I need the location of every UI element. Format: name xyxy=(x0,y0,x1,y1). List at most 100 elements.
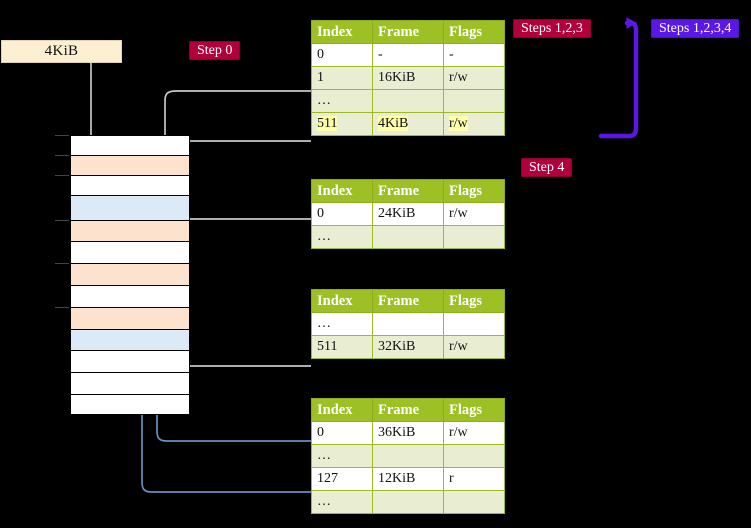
cell-index: 511 xyxy=(317,339,338,354)
table-cell-index: 1 xyxy=(311,66,373,90)
cell-flags: r/w xyxy=(449,206,468,221)
table-cell-frame: 16KiB xyxy=(372,66,444,90)
cell-flags: r/w xyxy=(449,116,468,131)
frame-size-label: 4KiB xyxy=(1,40,122,63)
badge-steps-1234: Steps 1,2,3,4 xyxy=(651,19,740,38)
table-cell-index: … xyxy=(311,312,373,336)
link-table1-to-memory xyxy=(172,218,311,267)
table-row: 127 12KiB r xyxy=(311,467,505,491)
table-cell-flags xyxy=(443,225,505,249)
table-row: … xyxy=(311,312,505,336)
column-header-flags: Flags xyxy=(443,179,505,203)
cell-frame: 36KiB xyxy=(378,425,416,440)
cell-frame: 16KiB xyxy=(378,70,416,85)
table-cell-index: 127 xyxy=(311,467,373,491)
cell-index: 0 xyxy=(317,425,324,440)
cell-flags: r xyxy=(449,471,454,486)
column-header-index: Index xyxy=(311,179,373,203)
memory-frame xyxy=(70,241,190,263)
table-cell-index: 0 xyxy=(311,421,373,445)
table-cell-frame xyxy=(372,312,444,336)
table-cell-flags xyxy=(443,444,505,468)
cell-frame: 24KiB xyxy=(378,206,416,221)
table-cell-frame xyxy=(372,444,444,468)
table-cell-frame xyxy=(372,225,444,249)
table-cell-flags: r xyxy=(443,467,505,491)
memory-frame xyxy=(70,285,190,307)
physical-memory-column xyxy=(55,135,190,415)
table-cell-flags: r/w xyxy=(443,66,505,90)
table-cell-index: 0 xyxy=(311,43,373,67)
table-cell-frame: 4KiB xyxy=(372,112,444,136)
table-cell-index: … xyxy=(311,490,373,514)
table-cell-frame: 32KiB xyxy=(372,335,444,359)
cell-flags: - xyxy=(449,47,454,62)
cell-index: … xyxy=(317,229,331,244)
table-cell-index: … xyxy=(311,444,373,468)
table-cell-flags xyxy=(443,490,505,514)
cell-frame: 12KiB xyxy=(378,471,416,486)
cell-frame: - xyxy=(378,47,383,62)
memory-frame xyxy=(70,307,190,329)
badge-steps-123: Steps 1,2,3 xyxy=(513,19,591,38)
column-header-frame: Frame xyxy=(372,179,444,203)
table-cell-frame xyxy=(372,89,444,113)
table-cell-index: 0 xyxy=(311,202,373,226)
column-header-frame: Frame xyxy=(372,289,444,313)
table-row: 511 32KiB r/w xyxy=(311,335,505,359)
table-cell-index: … xyxy=(311,225,373,249)
table-row: 0 - - xyxy=(311,43,505,67)
column-header-index: Index xyxy=(311,289,373,313)
table-row: 0 36KiB r/w xyxy=(311,421,505,445)
cell-index: 127 xyxy=(317,471,338,486)
column-header-flags: Flags xyxy=(443,289,505,313)
table-row: 511 4KiB r/w xyxy=(311,112,505,136)
memory-frame xyxy=(70,329,190,350)
memory-frame xyxy=(70,372,190,394)
table-cell-frame: 36KiB xyxy=(372,421,444,445)
table-cell-index: … xyxy=(311,89,373,113)
table-row: … xyxy=(311,444,505,468)
cell-index: 0 xyxy=(317,47,324,62)
column-header-index: Index xyxy=(311,398,373,422)
memory-frame xyxy=(70,135,190,155)
memory-frame xyxy=(70,195,190,220)
memory-frame-tick xyxy=(55,175,69,176)
link-table3-to-memory-blue xyxy=(149,326,311,442)
column-header-frame: Frame xyxy=(372,398,444,422)
cell-frame: 4KiB xyxy=(378,116,409,131)
cell-flags: r/w xyxy=(449,70,468,85)
cell-index: 0 xyxy=(317,206,324,221)
column-header-frame: Frame xyxy=(372,20,444,44)
table-row: … xyxy=(311,490,505,514)
memory-frame xyxy=(70,350,190,372)
memory-frame xyxy=(70,394,190,415)
table-cell-index: 511 xyxy=(311,112,373,136)
cell-index: 511 xyxy=(317,116,338,131)
link-table3-row127-to-memory-blue xyxy=(134,207,311,493)
link-memory-to-table2 xyxy=(166,309,311,367)
cell-flags: r/w xyxy=(449,339,468,354)
table-cell-flags: r/w xyxy=(443,421,505,445)
table-cell-flags xyxy=(443,312,505,336)
table-row: … xyxy=(311,225,505,249)
table-cell-flags xyxy=(443,89,505,113)
table-cell-index: 511 xyxy=(311,335,373,359)
table-row: 0 24KiB r/w xyxy=(311,202,505,226)
memory-frame xyxy=(70,155,190,175)
memory-frame xyxy=(70,263,190,285)
cell-index: … xyxy=(317,494,331,509)
memory-frame-tick xyxy=(55,307,69,308)
cell-frame: 32KiB xyxy=(378,339,416,354)
cell-index: 1 xyxy=(317,70,324,85)
table-cell-frame: - xyxy=(372,43,444,67)
cell-index: … xyxy=(317,93,331,108)
memory-frame xyxy=(70,220,190,241)
column-header-flags: Flags xyxy=(443,20,505,44)
memory-frame-tick xyxy=(55,220,69,221)
table-cell-flags: r/w xyxy=(443,112,505,136)
table-cell-frame: 24KiB xyxy=(372,202,444,226)
